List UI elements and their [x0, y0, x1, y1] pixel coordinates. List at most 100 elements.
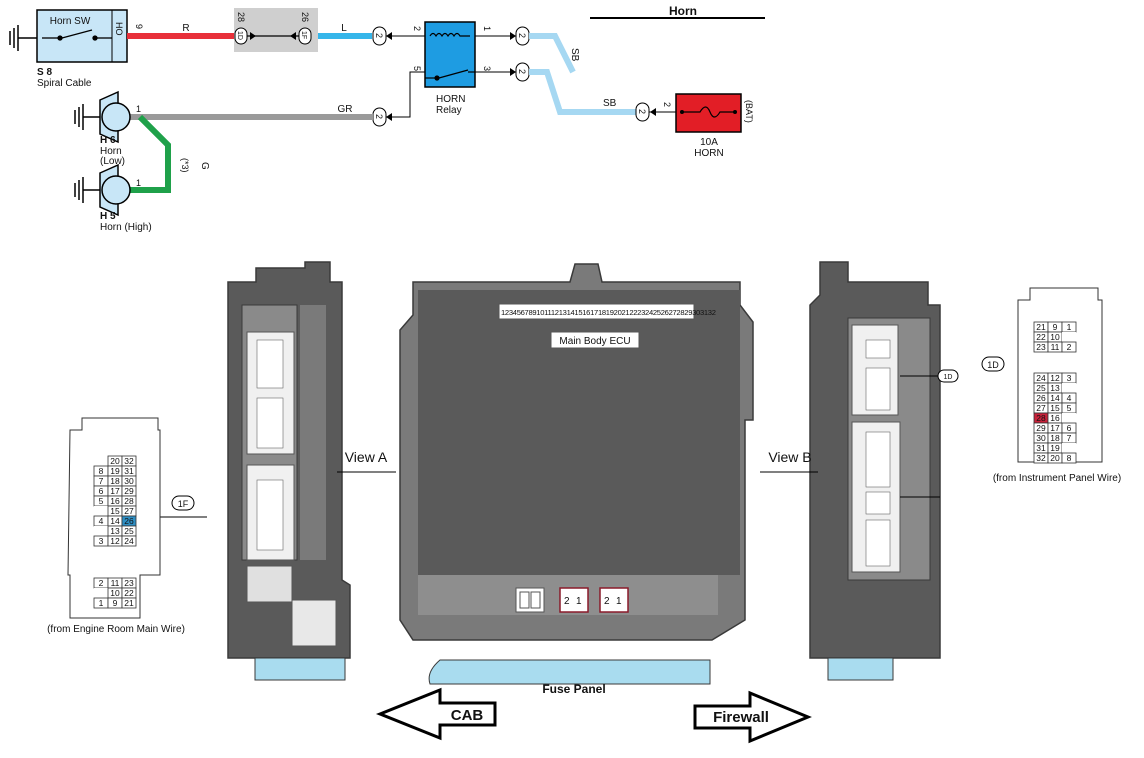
ecu-bottom-connector-b [599, 587, 629, 613]
wire-sb-top-label: SB [569, 48, 580, 62]
connector-1f-pin-number: 6 [99, 486, 104, 496]
fuse-element [682, 106, 735, 118]
connector-1f-pin-number: 18 [110, 476, 120, 486]
fuse-amp: 10A [700, 137, 718, 148]
connector-1f-badge-frame [171, 495, 195, 511]
connector-1d-pin-number: 3 [1067, 373, 1072, 383]
connector-1d-pin-number: 26 [1036, 393, 1046, 403]
fuse-horn [675, 93, 742, 133]
connector-1d-pin-number: 17 [1050, 423, 1060, 433]
view-a-label: View A [345, 449, 388, 465]
connector-1f-caption: (from Engine Room Main Wire) [47, 624, 185, 635]
ground-horn-high [74, 177, 100, 203]
ecu-pin-numbers: 1234567891011121314151617181920212223242… [501, 308, 716, 317]
ecu-bottom-b-pin1: 1 [616, 596, 622, 607]
gr-connector-label: 2 [374, 114, 384, 119]
connector-1d-pin-number: 6 [1067, 423, 1072, 433]
horn-switch-name: Spiral Cable [37, 78, 92, 89]
ecu-bottom-connector-a [559, 587, 589, 613]
connector-1d-pin-number: 31 [1036, 443, 1046, 453]
connector-1f-pin-cell [94, 456, 108, 466]
view-b-label: View B [768, 449, 811, 465]
connector-1d-pin-number: 21 [1036, 322, 1046, 332]
connector-1d-pin-number: 13 [1050, 383, 1060, 393]
connector-1d-pin-number: 23 [1036, 342, 1046, 352]
relay-pin-3: 3 [482, 66, 492, 71]
wire-green-label: G [199, 162, 210, 170]
connector-1d-pin-number: 19 [1050, 443, 1060, 453]
connector-1d-pin-number: 9 [1053, 322, 1058, 332]
junction-1d-label: 1D [236, 31, 243, 40]
fuse-panel-label: Fuse Panel [542, 682, 605, 696]
relay-contact [425, 69, 475, 81]
connector-1d-pin-number: 4 [1067, 393, 1072, 403]
relay-coil [429, 32, 470, 38]
connector-1d-callout: 1D [944, 374, 953, 381]
horn-relay [424, 21, 476, 88]
ecu-label: Main Body ECU [559, 336, 630, 347]
connector-1f-pin-number: 17 [110, 486, 120, 496]
horn-switch-id: S 8 [37, 67, 52, 78]
connector-1d-pin-number: 15 [1050, 403, 1060, 413]
connector-1f-pin-cell [94, 506, 108, 516]
connector-1d-pin-number: 28 [1036, 413, 1046, 423]
connector-1d-badge-frame [981, 356, 1005, 372]
relay-out1-label: 2 [517, 33, 527, 38]
connector-1d-pin-number: 32 [1036, 453, 1046, 463]
connector-1f-pin-number: 24 [124, 536, 134, 546]
horn-high-name: Horn (High) [100, 222, 152, 233]
relay-pin-2: 2 [412, 26, 422, 31]
connector-1d-pin-number: 1 [1067, 322, 1072, 332]
connector-1f-pin-number: 5 [99, 496, 104, 506]
connector-1f-pin-cell [121, 597, 137, 609]
relay-pin-5: 5 [412, 66, 422, 71]
junction-1f-label: 1F [300, 31, 307, 39]
connector-1d-pin-number: 2 [1067, 342, 1072, 352]
firewall-arrow: Firewall [693, 690, 812, 744]
connector-1d-pin-number: 11 [1051, 342, 1060, 352]
wire-sb-bottom [529, 69, 636, 115]
connector-1d-pin-number: 20 [1050, 453, 1060, 463]
connector-1f-pin-cell [121, 535, 137, 547]
connector-1f-pin-number: 22 [124, 588, 134, 598]
connector-1d-pin-number: 25 [1036, 383, 1046, 393]
connector-1f-pin-number: 7 [99, 476, 104, 486]
connector-1d-pin-number: 29 [1036, 423, 1046, 433]
connector-1f-pin-number: 8 [99, 466, 104, 476]
connector-1f-pin-number: 9 [113, 598, 118, 608]
connector-1d-pin-cell [1061, 452, 1077, 464]
ecu-pin-strip [498, 303, 695, 320]
connector-1f-pin-cell [94, 588, 108, 598]
connector-1f-pin-number: 2 [99, 578, 104, 588]
horn-high-pin: 1 [136, 178, 141, 188]
wire-green-note: (*3) [180, 158, 190, 173]
relay-name: HORN [436, 94, 465, 105]
fuse-source: (BAT) [744, 100, 754, 123]
horn-low-name: Horn [100, 146, 122, 157]
connector-1d-callout-frame [937, 369, 959, 383]
connector-1f-pin-number: 26 [124, 516, 134, 526]
relay-sub: Relay [436, 105, 462, 116]
connector-1f-pin-number: 16 [110, 496, 120, 506]
horn-high-id: H 5 [100, 211, 116, 222]
wire-relay-5 [386, 71, 425, 118]
connector-1d-badge: 1D [987, 360, 999, 370]
connector-1d-pin-number: 5 [1067, 403, 1072, 413]
connector-1d-pin-number: 30 [1036, 433, 1046, 443]
connector-1f-pin-number: 13 [110, 526, 120, 536]
connector-1d-pin-number: 22 [1036, 332, 1046, 342]
fuse-name: HORN [694, 148, 723, 159]
ground-horn-low [74, 104, 100, 130]
connector-1d-pin-cell [1062, 332, 1076, 342]
connector-1d-pin-cell [1062, 413, 1076, 423]
horn-low-sub: (Low) [100, 156, 125, 167]
main-body-ecu: 1234567891011121314151617181920212223242… [399, 263, 754, 696]
connector-1f-pin-number: 3 [99, 536, 104, 546]
horn-high-symbol [101, 175, 131, 205]
connector-1f-pin-number: 23 [124, 578, 134, 588]
wire-blue-color: L [341, 23, 347, 34]
